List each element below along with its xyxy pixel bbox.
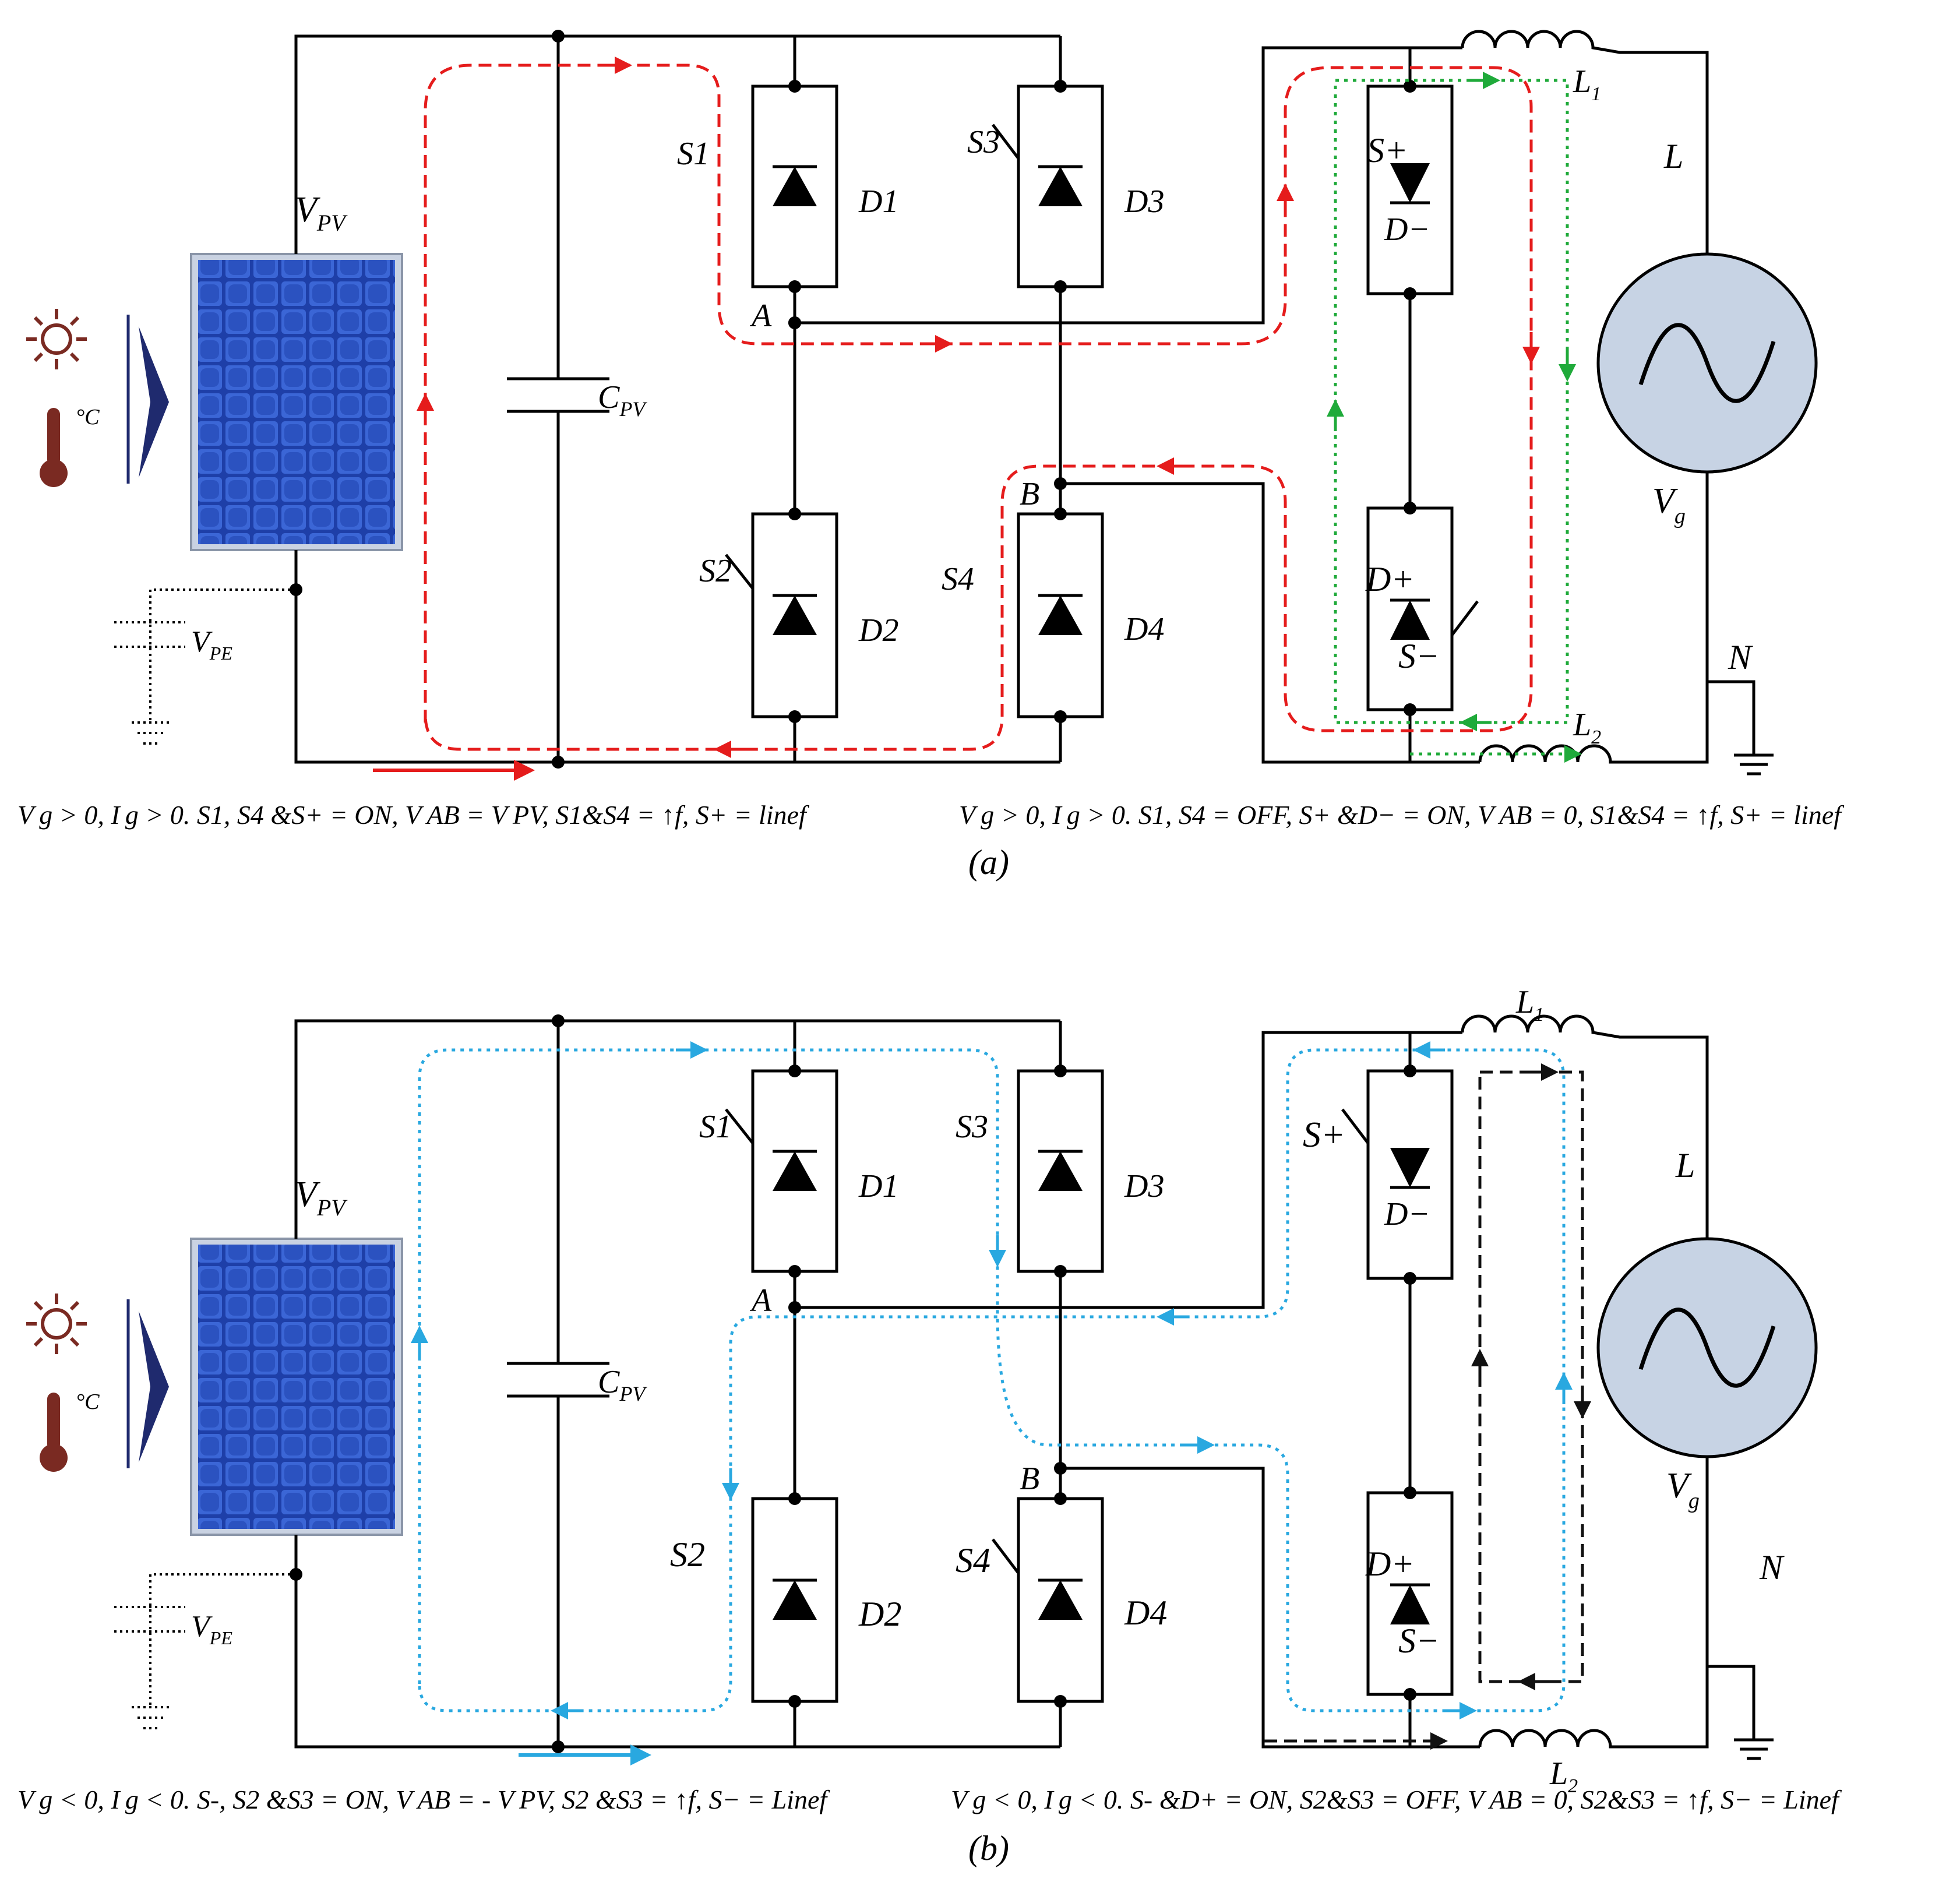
d2-label: D2 (858, 1595, 901, 1633)
cpv-label: CPV (598, 379, 647, 421)
neutral-label: N (1728, 638, 1753, 676)
caption-b-left: V g < 0, I g < 0. S-, S2 &S3 = ON, V AB … (17, 1785, 830, 1814)
line-label: L (1675, 1146, 1695, 1185)
l2-label: L2 (1573, 707, 1601, 748)
caption-a-right: V g > 0, I g > 0. S1, S4 = OFF, S+ &D− =… (959, 800, 1845, 830)
s-plus-label: S+ (1303, 1115, 1345, 1155)
s4-label: S4 (956, 1541, 990, 1580)
panel-a: VPV CPV VPE °C S1 S2 S3 S4 D1 D2 D3 D4 A… (17, 30, 1845, 882)
s1-label: S1 (699, 1109, 732, 1145)
vpe-label: VPE (191, 625, 232, 664)
node-a-label: A (749, 298, 772, 334)
panel-b: VPV CPV VPE °C S1 S2 S3 S4 D1 D2 D3 D4 A… (17, 984, 1842, 1867)
node-b-label: B (1020, 1461, 1039, 1497)
s-minus-label: S− (1398, 1622, 1440, 1660)
l2-label: L2 (1549, 1756, 1578, 1797)
s3-label: S3 (956, 1109, 988, 1145)
s2-label: S2 (670, 1535, 705, 1574)
d-minus-label: D− (1384, 1196, 1430, 1232)
d1-label: D1 (858, 1168, 898, 1204)
d2-label: D2 (858, 612, 898, 649)
vpv-label: VPV (295, 1175, 348, 1221)
d1-label: D1 (858, 184, 898, 220)
d4-label: D4 (1124, 611, 1164, 647)
vg-label: Vg (1652, 481, 1686, 528)
l1-label: L1 (1515, 984, 1544, 1025)
caption-b-right: V g < 0, I g < 0. S- &D+ = ON, S2&S3 = O… (951, 1785, 1842, 1814)
line-label: L (1663, 137, 1683, 175)
vpv-label: VPV (295, 190, 348, 236)
temp-label: °C (76, 405, 100, 429)
vpe-label: VPE (191, 1610, 232, 1648)
d-minus-label: D− (1384, 212, 1430, 248)
d-plus-label: D+ (1365, 560, 1415, 598)
panel-a-label: (a) (968, 843, 1009, 882)
d4-label: D4 (1124, 1594, 1167, 1632)
s4-label: S4 (942, 561, 974, 597)
l1-label: L1 (1573, 64, 1601, 105)
cpv-label: CPV (598, 1364, 647, 1405)
node-a-label: A (749, 1282, 772, 1319)
node-b-label: B (1020, 476, 1039, 512)
d3-label: D3 (1124, 184, 1164, 220)
s-minus-label: S− (1398, 637, 1440, 675)
caption-a-left: V g > 0, I g > 0. S1, S4 &S+ = ON, V AB … (17, 800, 810, 830)
temp-label: °C (76, 1390, 100, 1414)
vg-label: Vg (1666, 1466, 1700, 1513)
s2-label: S2 (699, 553, 732, 589)
s1-label: S1 (677, 136, 710, 172)
panel-b-label: (b) (968, 1829, 1009, 1867)
d3-label: D3 (1124, 1168, 1164, 1204)
s-plus-label: S+ (1367, 131, 1408, 170)
neutral-label: N (1759, 1548, 1785, 1587)
s3-label: S3 (967, 124, 1000, 160)
d-plus-label: D+ (1365, 1545, 1415, 1583)
